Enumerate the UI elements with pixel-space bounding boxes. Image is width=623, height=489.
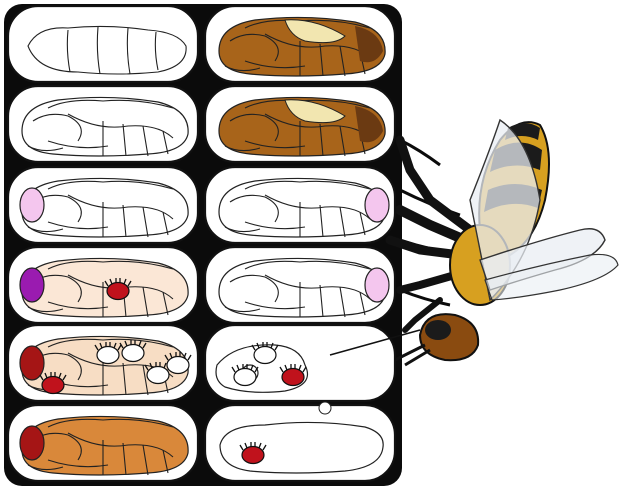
brood-cell (8, 86, 198, 162)
brood-cell (8, 6, 198, 82)
brood-cell (8, 405, 198, 481)
brood-cell (205, 86, 395, 162)
brood-cell (205, 6, 395, 82)
brood-cell (205, 402, 395, 481)
brood-cell (8, 167, 198, 243)
brood-cell (205, 247, 395, 323)
brood-cell (8, 247, 198, 323)
brood-cell (8, 325, 198, 401)
brood-cell (205, 167, 395, 243)
brood-cell (205, 325, 395, 401)
